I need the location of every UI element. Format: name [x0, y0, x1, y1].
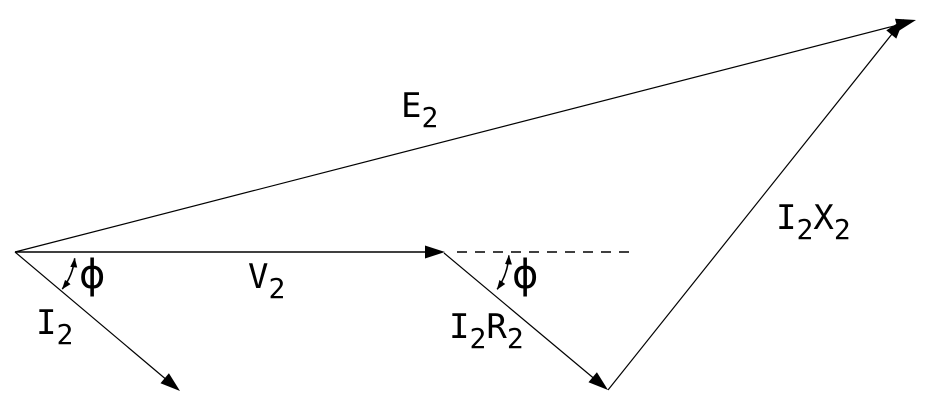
- i2-arrowhead: [160, 373, 180, 391]
- i2r2-label-r: R: [486, 307, 507, 347]
- i2r2-label-i: I: [449, 307, 470, 347]
- i2x2-vector-line: [607, 33, 893, 391]
- v2-label-main: V: [248, 257, 269, 297]
- i2-label-main: I: [36, 303, 57, 343]
- e2-label-main: E: [401, 86, 422, 126]
- phi-symbol-right: ϕ: [512, 252, 539, 298]
- e2-label-subscript: 2: [421, 101, 439, 134]
- i2r2-label-sub2: 2: [506, 322, 524, 355]
- phi-symbol-left: ϕ: [79, 252, 106, 298]
- i2x2-label-i: I: [776, 198, 797, 238]
- i2r2-vector-line: [443, 252, 598, 382]
- i2r2-arrowhead: [588, 372, 608, 390]
- v2-arrowhead: [425, 245, 445, 259]
- phi-angle-arc-left: [61, 257, 78, 290]
- diagram-arrowheads: [160, 18, 916, 391]
- v2-label-subscript: 2: [268, 272, 286, 305]
- diagram-lines: [14, 24, 899, 391]
- i2r2-label-sub1: 2: [469, 322, 487, 355]
- i2x2-label-sub1: 2: [796, 213, 814, 246]
- e2-vector-line: [14, 24, 899, 253]
- i2-label-subscript: 2: [56, 318, 74, 351]
- e2-arrowhead: [895, 18, 916, 32]
- i2-vector-line: [14, 251, 169, 382]
- i2x2-label-x: X: [813, 198, 834, 238]
- phi-angle-arc-right: [496, 254, 512, 290]
- i2x2-label-sub2: 2: [833, 213, 851, 246]
